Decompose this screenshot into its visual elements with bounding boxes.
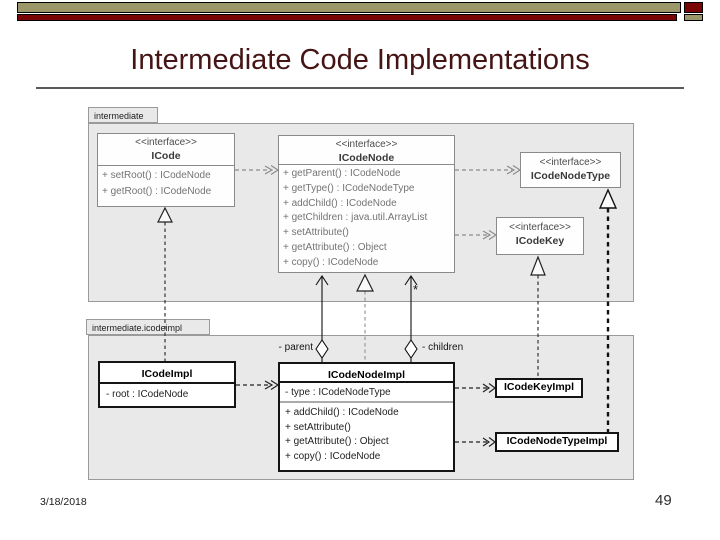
realization-icodekeyimpl-icodekey: [530, 255, 546, 378]
top-accent-square-red: [684, 2, 703, 13]
method-item: + setAttribute(): [285, 421, 351, 433]
realization-icodeimpl-icode: [157, 206, 173, 361]
stereotype-label: <<interface>>: [509, 222, 571, 233]
slide-number: 49: [655, 492, 672, 509]
class-box-icodekeyimpl: ICodeKeyImpl: [495, 378, 583, 398]
dependency-arrow-icodenodeimpl-icodenodetypeimpl: [455, 437, 496, 447]
method-list: + getParent() : ICodeNode + getType() : …: [279, 165, 454, 273]
method-item: + copy() : ICodeNode: [285, 450, 381, 462]
class-box-icodenode: <<interface>> ICodeNode + getParent() : …: [278, 135, 455, 273]
method-item: + getType() : ICodeNodeType: [283, 182, 415, 194]
class-name: ICodeKey: [515, 235, 565, 247]
slide-date: 3/18/2018: [40, 496, 87, 508]
method-item: + addChild() : ICodeNode: [285, 407, 399, 418]
class-box-icodenodetypeimpl: ICodeNodeTypeImpl: [495, 432, 619, 452]
attribute-item: - type : ICodeNodeType: [285, 387, 391, 398]
class-box-icode: <<interface>> ICode + setRoot() : ICodeN…: [97, 133, 235, 207]
method-list: + setRoot() : ICodeNode + getRoot() : IC…: [98, 166, 234, 202]
class-box-icodenodetype: <<interface>> ICodeNodeType: [520, 152, 621, 188]
class-name: ICodeImpl: [100, 363, 234, 384]
class-box-icodeimpl: ICodeImpl - root : ICodeNode: [98, 361, 236, 408]
role-label-children: - children: [422, 342, 464, 353]
dependency-arrow-icodenode-icodenodetype: [455, 164, 522, 176]
top-accent-square-tan: [684, 14, 703, 21]
dependency-arrow-icode-icodenode: [235, 164, 280, 176]
uml-connectors: [157, 164, 618, 447]
method-item: + getChildren : java.util.ArrayList: [283, 212, 428, 224]
class-box-icodenodeimpl: ICodeNodeImpl - type : ICodeNodeType + a…: [278, 362, 455, 472]
title-divider: [36, 87, 684, 89]
method-item: + getAttribute() : Object: [285, 436, 389, 447]
realization-icodenodeimpl-icodenode: [356, 273, 374, 362]
stereotype-label: <<interface>>: [335, 139, 398, 150]
class-name: ICodeNodeImpl: [280, 364, 453, 383]
stereotype-label: <<interface>>: [135, 137, 197, 148]
method-item: + copy() : ICodeNode: [283, 256, 379, 268]
class-name: ICodeNodeType: [530, 170, 611, 182]
stereotype-label: <<interface>>: [539, 157, 602, 168]
method-item: + setAttribute(): [283, 227, 349, 239]
top-accent-bar-tan: [17, 2, 681, 13]
uml-diagram: intermediate intermediate.icodeimpl: [85, 100, 645, 490]
dependency-arrow-icodenodeimpl-icodekeyimpl: [455, 383, 496, 393]
class-header: <<interface>> ICode: [98, 134, 234, 166]
class-header: <<interface>> ICodeNode: [279, 136, 454, 165]
dependency-arrow-icodenode-icodekey: [455, 229, 498, 241]
class-name: ICodeNode: [338, 152, 395, 164]
class-header: <<interface>> ICodeNodeType: [521, 153, 620, 183]
page-title: Intermediate Code Implementations: [130, 44, 590, 76]
realization-icodenodetypeimpl-icodenodetype: [598, 188, 618, 432]
aggregation-parent: [315, 275, 329, 362]
multiplicity-label: *: [413, 282, 419, 297]
method-item: + setRoot() : ICodeNode: [102, 170, 211, 181]
attribute-list: - type : ICodeNodeType: [280, 383, 453, 403]
attribute-item: - root : ICodeNode: [106, 389, 189, 400]
class-box-icodekey: <<interface>> ICodeKey: [496, 217, 584, 255]
aggregation-children: [404, 275, 418, 362]
method-list: + addChild() : ICodeNode + setAttribute(…: [280, 403, 453, 467]
package-tab-intermediate: intermediate: [88, 107, 158, 123]
class-header: <<interface>> ICodeKey: [497, 218, 583, 248]
dependency-arrow-icodeimpl-icodenodeimpl: [236, 379, 280, 391]
top-accent-bar-red: [17, 14, 677, 21]
role-label-parent: - parent: [278, 342, 313, 353]
method-item: + getAttribute() : Object: [283, 241, 387, 253]
class-name: ICode: [151, 150, 181, 162]
method-item: + getRoot() : ICodeNode: [102, 186, 212, 197]
method-item: + addChild() : ICodeNode: [283, 197, 397, 209]
method-item: + getParent() : ICodeNode: [283, 168, 401, 179]
package-tab-intermediate-icodeimpl: intermediate.icodeimpl: [86, 319, 210, 335]
attribute-list: - root : ICodeNode: [100, 384, 234, 405]
